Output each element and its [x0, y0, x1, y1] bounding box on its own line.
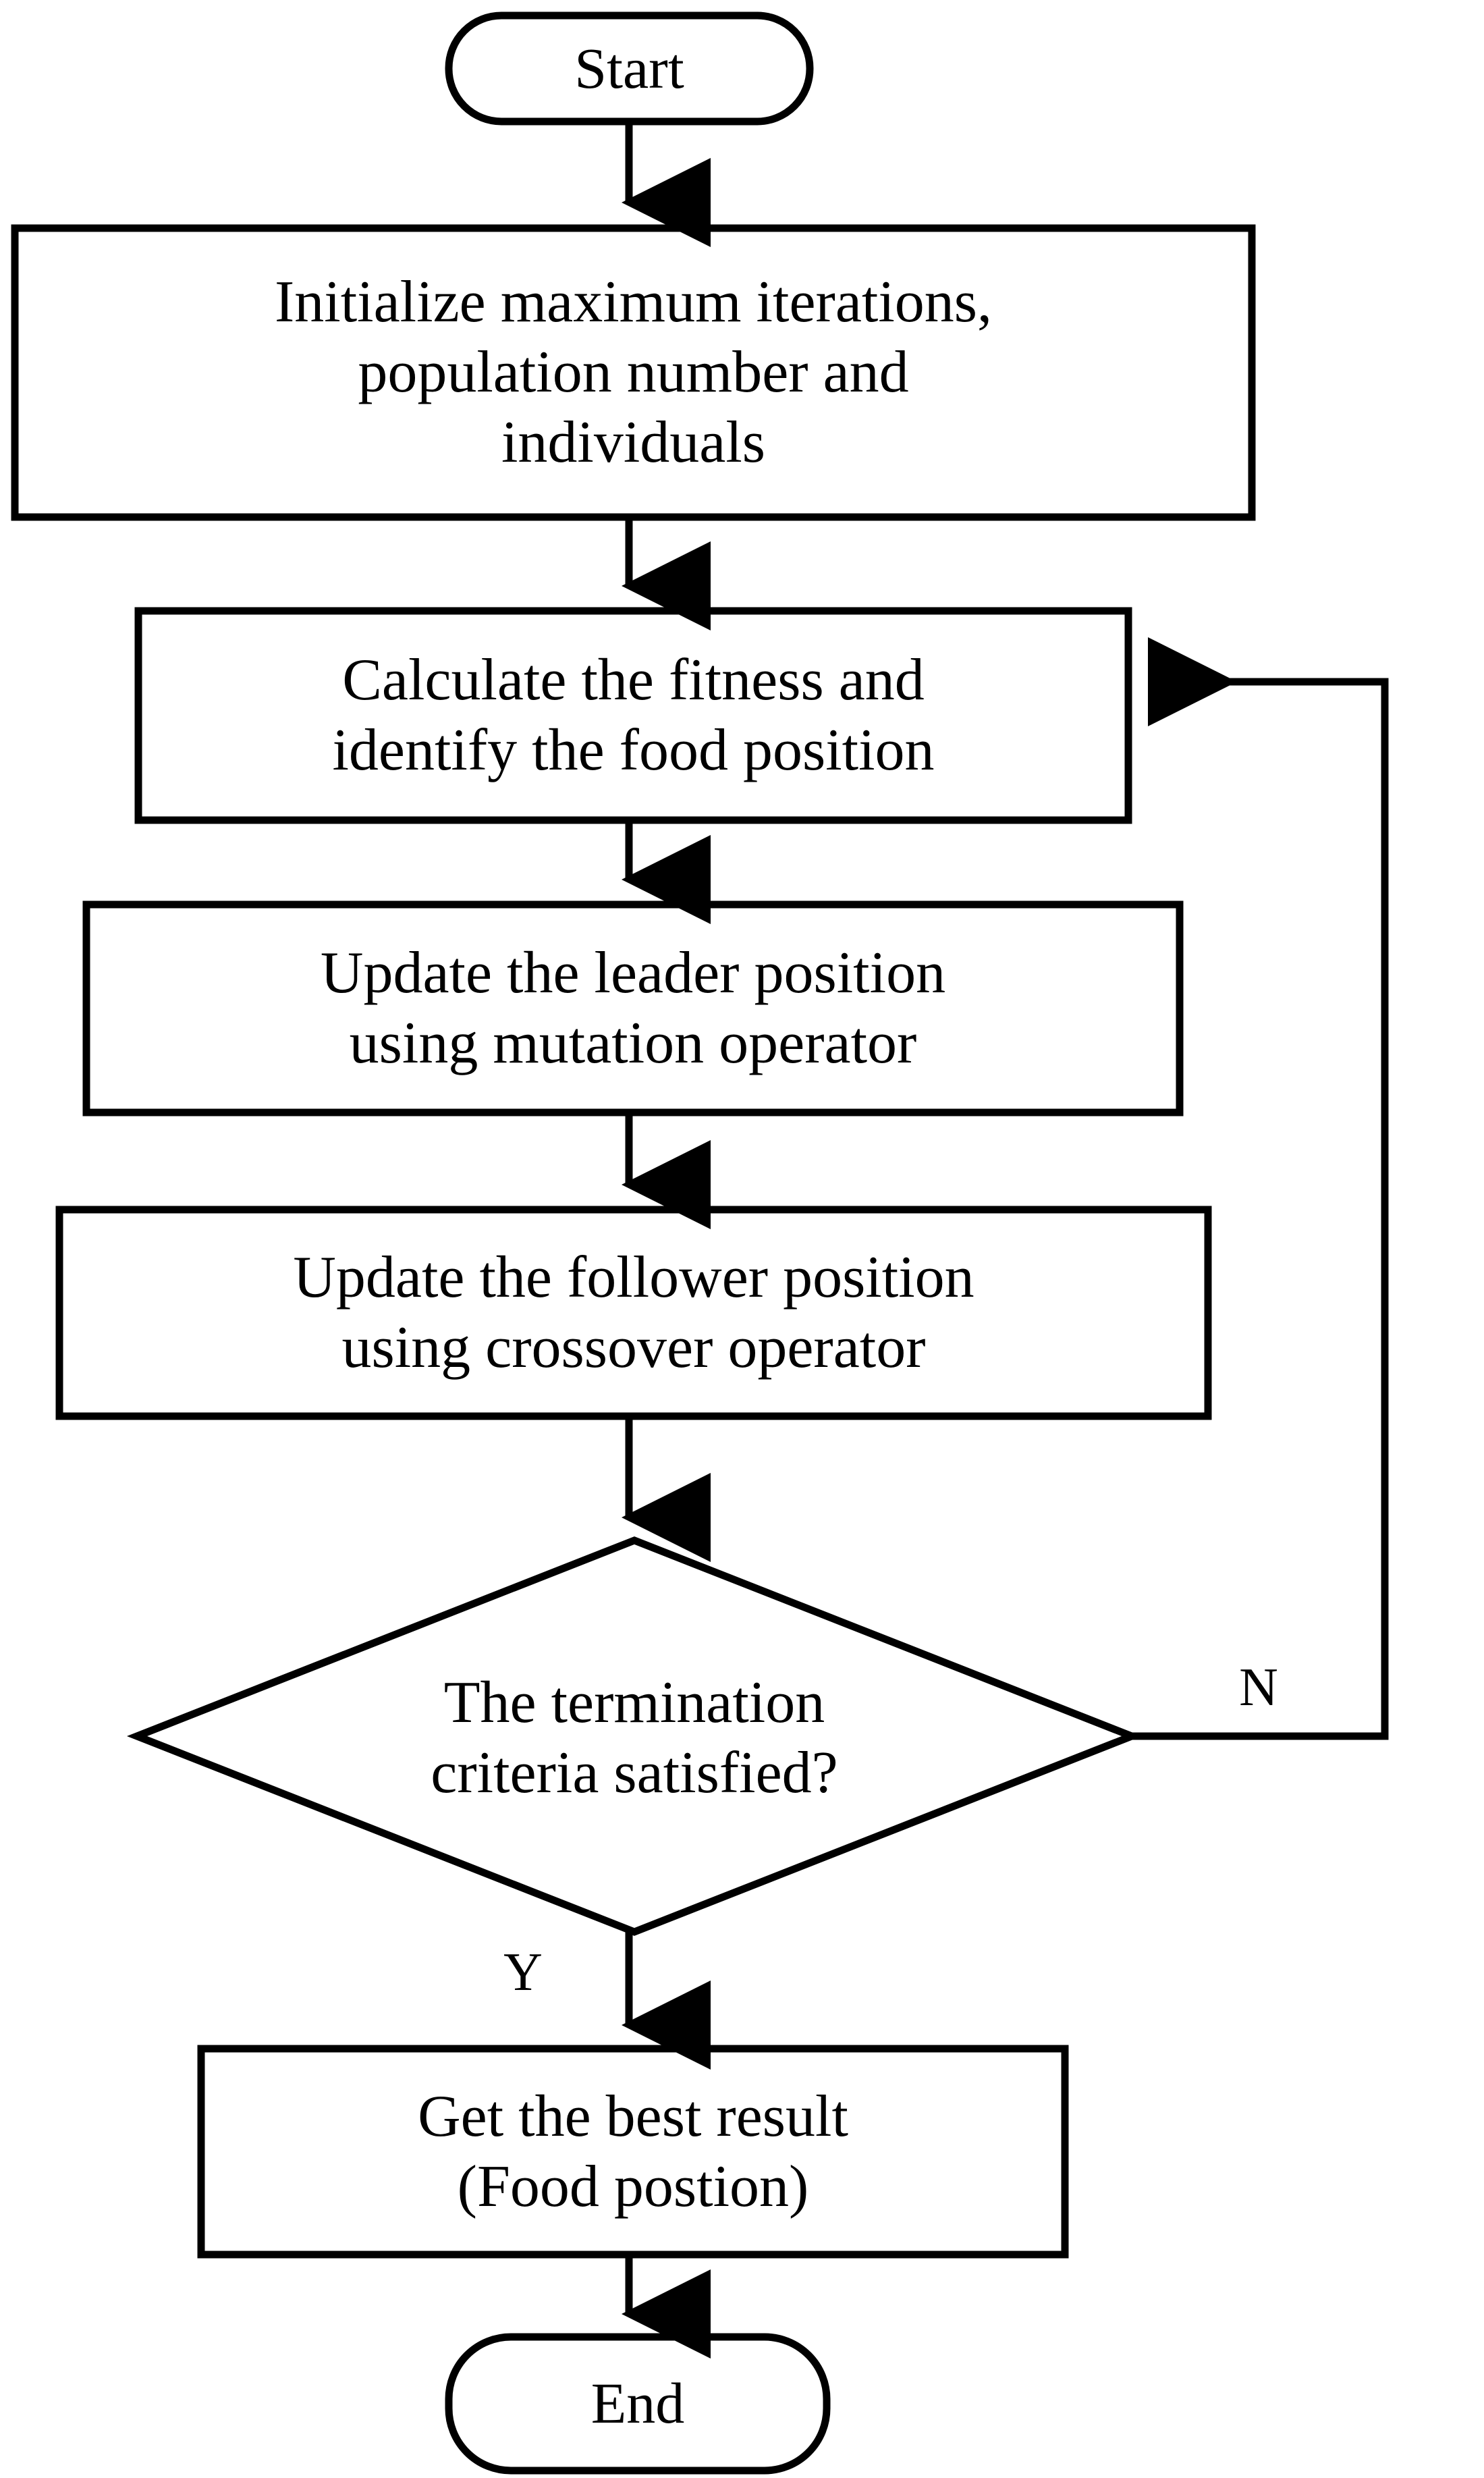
node-get-best-result[interactable]	[201, 2049, 1065, 2255]
edge-decision-no-feedback	[1132, 637, 1389, 1740]
node-initialize[interactable]	[15, 228, 1252, 517]
update-leader-process-shape	[82, 900, 1184, 1116]
get-best-result-process-shape	[197, 2045, 1069, 2259]
node-update-leader[interactable]	[86, 905, 1180, 1112]
node-end[interactable]	[449, 2337, 827, 2471]
node-update-follower[interactable]	[59, 1210, 1208, 1416]
node-calculate-fitness[interactable]	[138, 611, 1128, 820]
initialize-process-shape	[11, 224, 1256, 521]
termination-decision-shape	[126, 1536, 1143, 1936]
node-termination-decision[interactable]	[137, 1540, 1132, 1932]
update-follower-process-shape	[55, 1206, 1212, 1420]
node-start[interactable]	[449, 16, 810, 122]
